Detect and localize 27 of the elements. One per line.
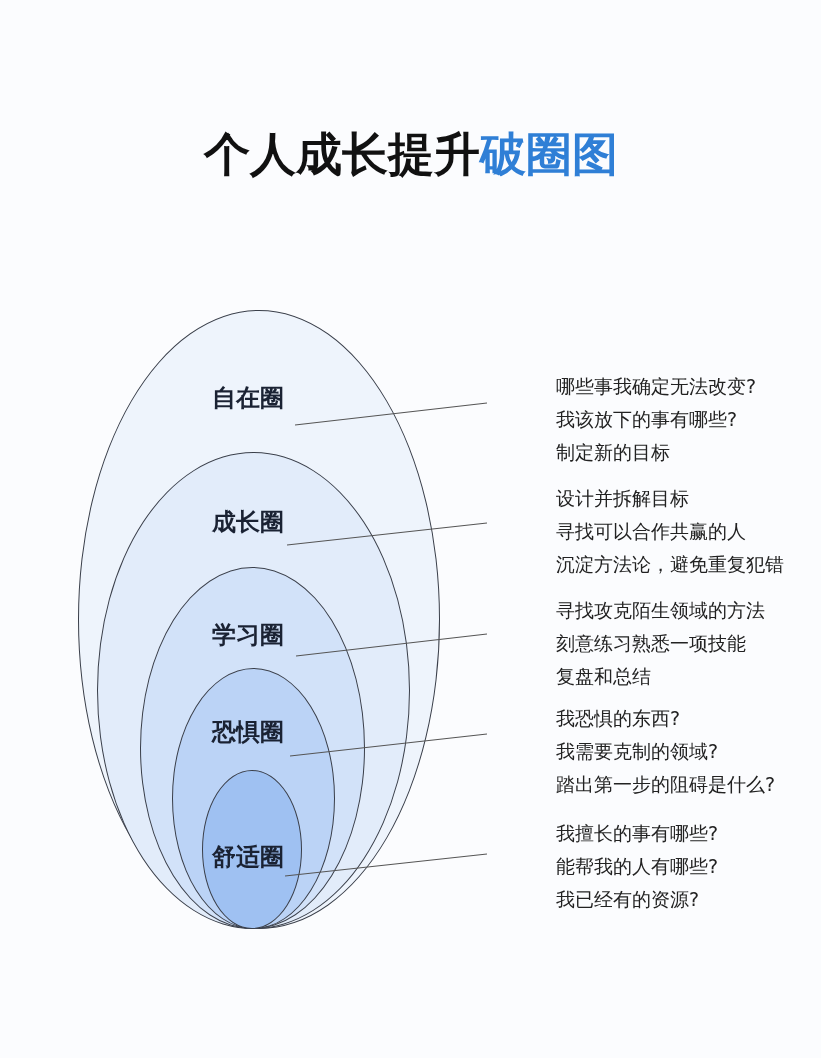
question-text: 我该放下的事有哪些? [556,407,738,432]
leader-line [294,402,488,426]
question-text: 踏出第一步的阻碍是什么? [556,772,776,797]
question-text: 复盘和总结 [556,664,651,689]
question-text: 寻找攻克陌生领域的方法 [556,598,765,623]
leader-line [289,733,488,757]
question-text: 能帮我的人有哪些? [556,854,719,879]
circle-label: 恐惧圈 [212,717,284,748]
question-text: 制定新的目标 [556,440,670,465]
question-text: 设计并拆解目标 [556,486,689,511]
leader-line [295,633,488,657]
circle-label: 自在圈 [212,383,284,414]
question-text: 我擅长的事有哪些? [556,821,719,846]
ellipse [202,770,302,929]
question-text: 我需要克制的领域? [556,739,719,764]
question-text: 我已经有的资源? [556,887,700,912]
circle-label: 成长圈 [212,507,284,538]
leader-line [286,522,488,546]
circle-label: 舒适圈 [212,842,284,873]
question-text: 刻意练习熟悉一项技能 [556,631,746,656]
question-text: 哪些事我确定无法改变? [556,374,757,399]
title: 个人成长提升破圈图 [202,126,619,183]
circle-label: 学习圈 [212,620,284,651]
question-text: 寻找可以合作共赢的人 [556,519,746,544]
leader-line [284,853,488,877]
question-text: 沉淀方法论，避免重复犯错 [556,552,784,577]
question-text: 我恐惧的东西? [556,706,681,731]
